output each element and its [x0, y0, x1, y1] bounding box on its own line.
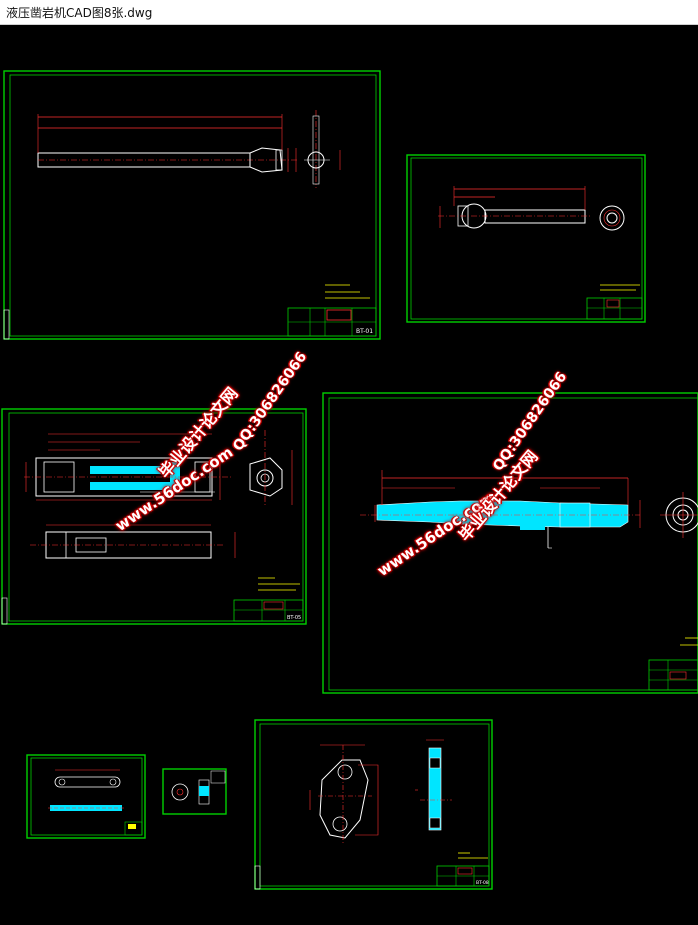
sheet-1-drawing-code: BT-01	[356, 328, 373, 335]
sheet-3-notes	[258, 577, 300, 591]
sheet-1-notes	[325, 284, 370, 299]
sheet-7-drawing-code: BT-08	[476, 880, 489, 886]
title-bar: 液压凿岩机CAD图8张.dwg	[0, 0, 698, 25]
sheet-2-notes	[600, 284, 640, 291]
drawing-sheet-4[interactable]	[322, 392, 698, 694]
drawing-svg[interactable]: BT-01	[0, 25, 698, 925]
sheet-3-side-view	[249, 430, 293, 505]
sheet-1-title-block: BT-01	[287, 307, 377, 337]
sheet-3-assembly-view	[24, 433, 232, 501]
sheet-3-title-block: BT-05	[233, 599, 304, 622]
sheet-7-front-view	[309, 744, 379, 845]
sheet-1-part	[37, 110, 341, 188]
sheet-4-notes	[680, 637, 698, 646]
sheet-5-title-block	[124, 821, 143, 836]
drawing-sheet-2[interactable]	[406, 154, 646, 323]
drawing-sheet-7[interactable]: BT-08	[254, 719, 493, 890]
drawing-sheet-6[interactable]	[162, 768, 227, 815]
sheet-5-part	[48, 769, 126, 811]
sheet-7-title-block: BT-08	[436, 865, 490, 887]
drawing-sheet-3[interactable]: BT-05	[1, 408, 307, 625]
sheet-4-end-view	[660, 492, 698, 538]
sheet-4-shaft-section	[360, 470, 641, 549]
drawing-sheet-5[interactable]	[26, 754, 146, 839]
sheet-4-title-block	[648, 659, 698, 691]
sheet-3-drawing-code: BT-05	[287, 615, 301, 621]
sheet-7-section-view	[415, 739, 452, 831]
drawing-canvas[interactable]: BT-01	[0, 25, 698, 925]
window-title: 液压凿岩机CAD图8张.dwg	[6, 6, 153, 20]
sheet-2-part	[438, 186, 625, 231]
sheet-6-part	[171, 770, 226, 805]
drawing-sheet-1[interactable]: BT-01	[3, 70, 381, 340]
sheet-2-title-block	[586, 297, 643, 320]
sheet-3-lower-view	[30, 524, 236, 559]
sheet-7-notes	[458, 852, 488, 859]
